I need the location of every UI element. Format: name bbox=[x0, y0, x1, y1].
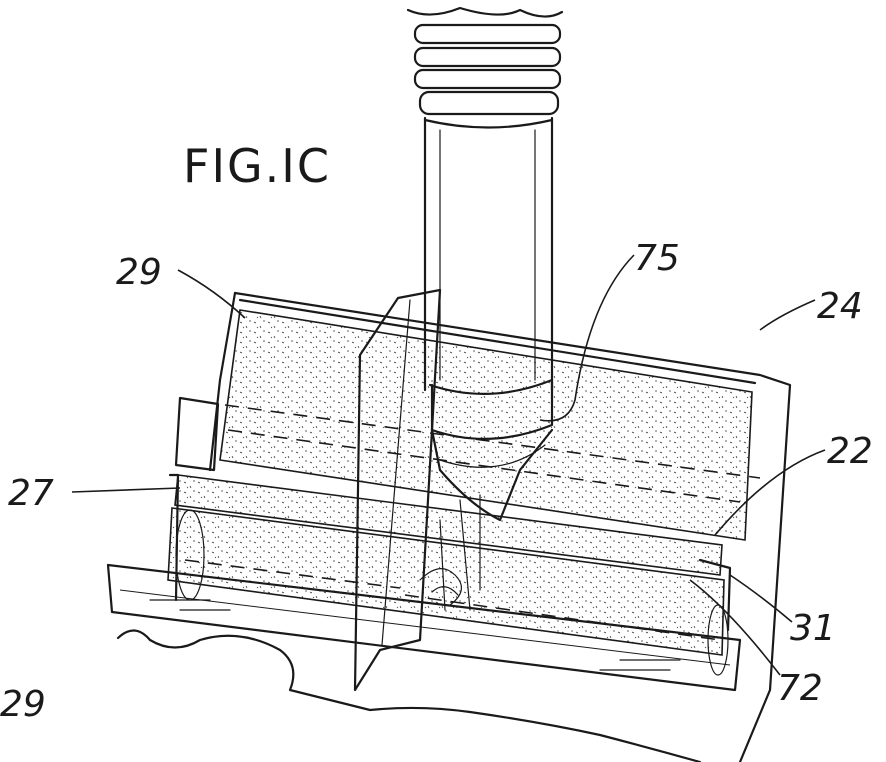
label-72: 72 bbox=[777, 668, 823, 709]
leader-72 bbox=[689, 579, 781, 676]
figure-title: FIG.IC bbox=[183, 139, 331, 193]
label-31: 31 bbox=[790, 608, 836, 649]
label-29-bottom: 29 bbox=[0, 684, 46, 725]
leader-24 bbox=[759, 299, 816, 331]
label-22: 22 bbox=[827, 431, 873, 472]
discharge-marks bbox=[419, 494, 481, 611]
front-lip bbox=[106, 563, 742, 692]
leader-27 bbox=[71, 487, 181, 493]
leader-22 bbox=[714, 449, 826, 536]
lower-stipple-band bbox=[167, 507, 725, 656]
leader-75 bbox=[539, 254, 635, 422]
label-24: 24 bbox=[817, 286, 863, 327]
leader-29 bbox=[177, 269, 246, 319]
label-29-top: 29 bbox=[116, 252, 162, 293]
label-75: 75 bbox=[634, 238, 680, 279]
trough bbox=[106, 291, 792, 762]
leader-31 bbox=[729, 574, 793, 623]
substrate-outline bbox=[116, 629, 702, 762]
middle-stipple-band bbox=[174, 474, 723, 576]
reference-labels: 29 75 24 27 22 31 72 29 bbox=[0, 238, 873, 725]
label-27: 27 bbox=[8, 473, 54, 514]
vertical-plate bbox=[353, 288, 442, 692]
tool bbox=[406, 6, 564, 522]
